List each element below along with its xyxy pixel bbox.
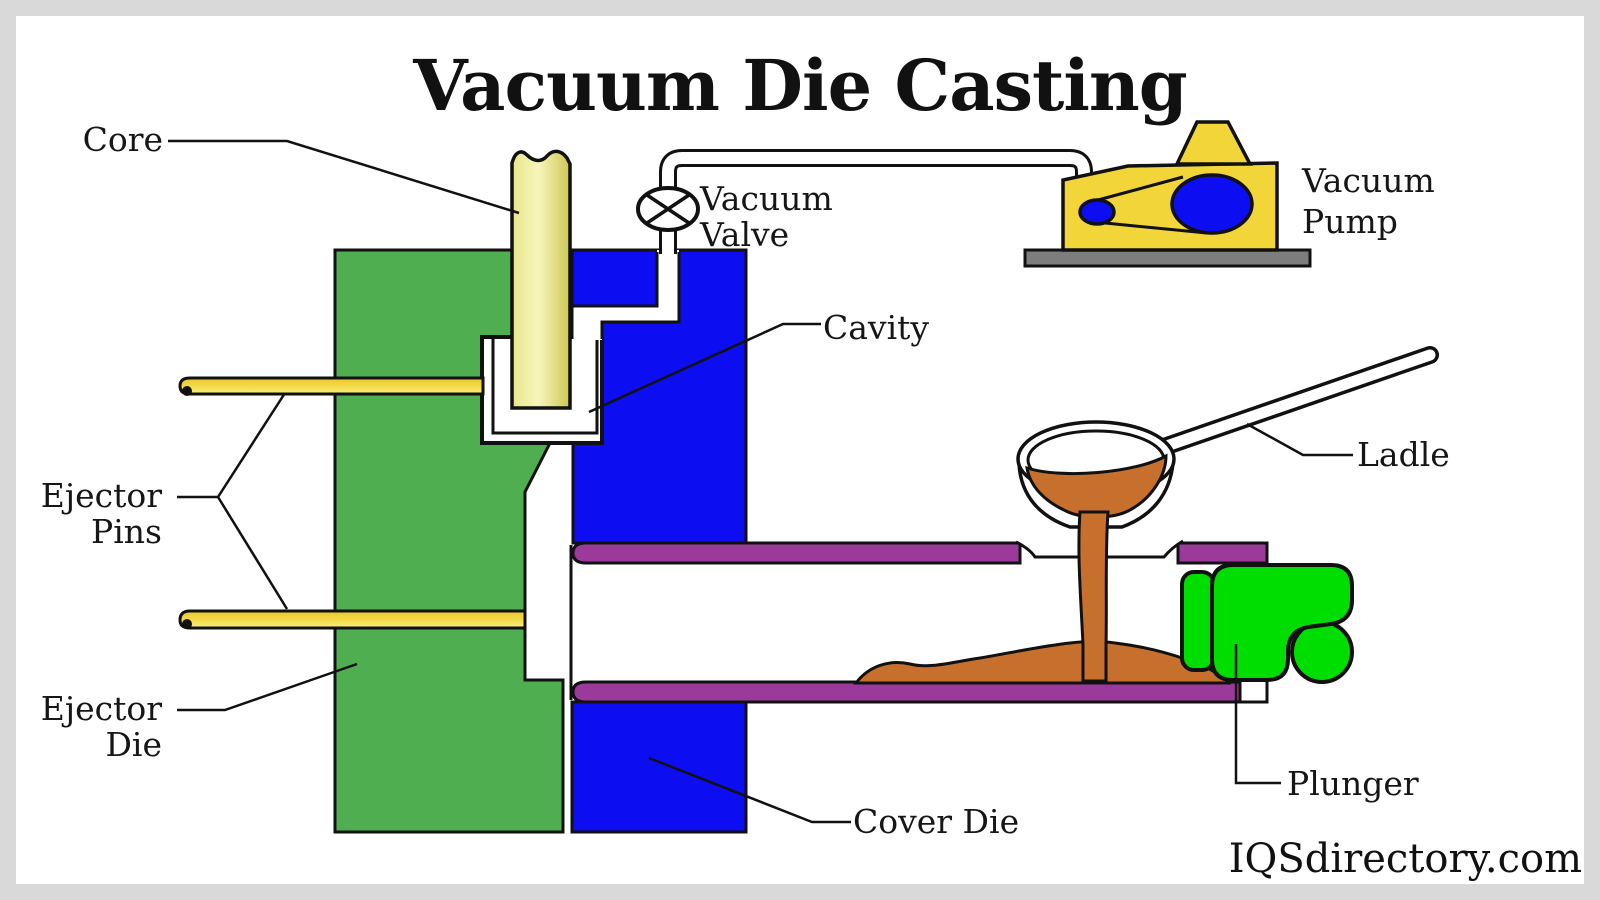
ejector-pin-bottom-tip (182, 619, 192, 629)
ladle-molten-metal (1025, 453, 1168, 519)
label-ejector-die-line1: Ejector (40, 689, 162, 728)
pump-belt-top (1097, 175, 1184, 202)
plunger-body (1210, 563, 1354, 682)
watermark: IQSdirectory.com (1228, 836, 1582, 882)
ejector-pin-top-tip (182, 386, 192, 396)
label-vacuum-valve-line1: Vacuum (700, 179, 833, 218)
pump-wheel-small (1078, 198, 1116, 226)
label-vacuum-pump-line2: Pump (1302, 202, 1398, 241)
vacuum-channel-outline-right (600, 252, 681, 339)
molten-metal-pool (852, 640, 1232, 685)
label-vacuum-pump: Vacuum Pump (1302, 160, 1435, 242)
label-vacuum-valve-line2: Valve (700, 215, 790, 254)
pump-base (1023, 248, 1312, 268)
vacuum-pipe-inner (662, 152, 1090, 200)
molten-metal-stream (1077, 510, 1110, 683)
vacuum-valve-cross (646, 193, 690, 225)
leader-plunger (1234, 644, 1281, 785)
label-ejector-die-line2: Die (105, 725, 162, 764)
sleeve-top-left (571, 541, 1022, 565)
plunger-tip (1180, 570, 1216, 672)
cavity-inner-outline (491, 337, 599, 435)
label-vacuum-valve: Vacuum Valve (700, 181, 833, 253)
cover-die-lower-block (570, 700, 748, 834)
leader-core (168, 139, 520, 215)
leader-cover-die (648, 756, 851, 824)
label-ejector-die: Ejector Die (41, 691, 162, 763)
ejector-pin-bottom (178, 609, 527, 630)
label-ejector-pins-line1: Ejector (40, 476, 162, 515)
label-core: Core (82, 120, 163, 159)
sleeve-bottom (571, 680, 1242, 704)
ladle-handle-inner (1152, 349, 1436, 455)
leader-ladle (1246, 422, 1353, 457)
diagram-title: Vacuum Die Casting (413, 44, 1188, 127)
leader-cavity (588, 322, 821, 414)
label-plunger: Plunger (1287, 764, 1419, 803)
sleeve-top-right (1176, 541, 1269, 565)
leader-ejector-pins (177, 392, 289, 610)
vacuum-channel (572, 250, 679, 340)
label-ejector-pins-line2: Pins (91, 512, 162, 551)
label-cover-die: Cover Die (853, 802, 1020, 841)
leader-ejector-die (177, 662, 358, 712)
ejector-pin-top (178, 376, 485, 396)
label-ladle: Ladle (1357, 435, 1450, 474)
pump-wheel-large (1170, 173, 1254, 235)
pump-belt-bottom (1104, 221, 1208, 235)
core-pin (510, 149, 572, 410)
label-vacuum-pump-line1: Vacuum (1302, 161, 1435, 200)
label-cavity: Cavity (823, 308, 930, 347)
pump-motor-housing (1174, 120, 1253, 166)
vacuum-channel-outline-left (570, 252, 659, 339)
label-ejector-pins: Ejector Pins (41, 478, 162, 550)
